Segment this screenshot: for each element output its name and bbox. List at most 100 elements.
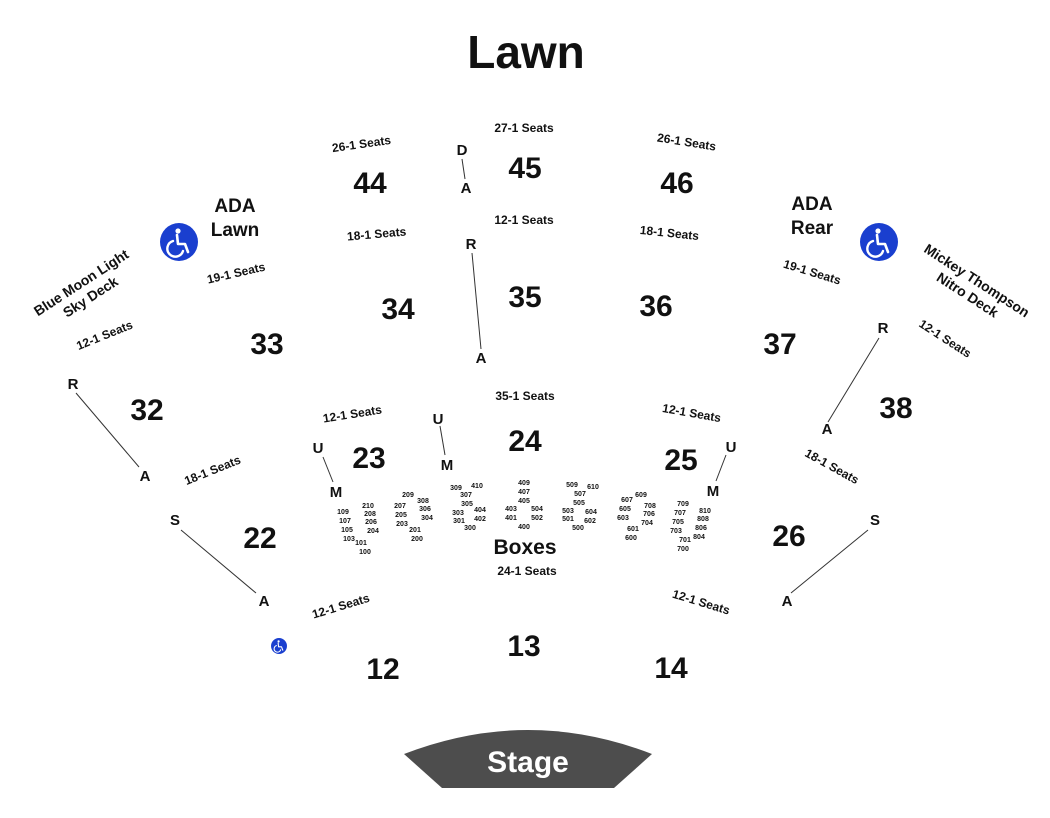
- box-number[interactable]: 203: [396, 521, 408, 528]
- box-number[interactable]: 206: [365, 519, 377, 526]
- seat-count-25: 12-1 Seats: [661, 401, 722, 425]
- section-26[interactable]: 26: [772, 520, 805, 553]
- section-44[interactable]: 44: [353, 167, 387, 200]
- box-number[interactable]: 307: [460, 492, 472, 499]
- box-number[interactable]: 706: [643, 511, 655, 518]
- box-number[interactable]: 309: [450, 485, 462, 492]
- section-46[interactable]: 46: [660, 167, 693, 200]
- box-number[interactable]: 505: [573, 500, 585, 507]
- box-number[interactable]: 100: [359, 549, 371, 556]
- section-32[interactable]: 32: [130, 394, 163, 427]
- box-number[interactable]: 707: [674, 510, 686, 517]
- section-22[interactable]: 22: [243, 522, 276, 555]
- box-number[interactable]: 502: [531, 515, 543, 522]
- box-number[interactable]: 705: [672, 519, 684, 526]
- box-number[interactable]: 407: [518, 489, 530, 496]
- box-number[interactable]: 703: [670, 528, 682, 535]
- box-number[interactable]: 604: [585, 509, 597, 516]
- box-number[interactable]: 402: [474, 516, 486, 523]
- box-number[interactable]: 700: [677, 546, 689, 553]
- box-number[interactable]: 208: [364, 511, 376, 518]
- row-letter-22-s: S: [170, 512, 180, 529]
- box-number[interactable]: 210: [362, 503, 374, 510]
- box-number[interactable]: 808: [697, 516, 709, 523]
- box-number[interactable]: 301: [453, 518, 465, 525]
- box-number[interactable]: 509: [566, 482, 578, 489]
- box-number[interactable]: 209: [402, 492, 414, 499]
- box-number[interactable]: 405: [518, 498, 530, 505]
- box-number[interactable]: 105: [341, 527, 353, 534]
- box-number[interactable]: 404: [474, 507, 486, 514]
- boxes-label[interactable]: Boxes: [493, 536, 556, 559]
- row-letter-35-r: R: [466, 236, 477, 253]
- row-line-35: [471, 252, 482, 350]
- box-number[interactable]: 303: [452, 510, 464, 517]
- box-number[interactable]: 401: [505, 515, 517, 522]
- box-number[interactable]: 806: [695, 525, 707, 532]
- box-number[interactable]: 403: [505, 506, 517, 513]
- ada-rear-label-2[interactable]: Rear: [791, 218, 834, 239]
- seat-count-22: 18-1 Seats: [182, 453, 243, 488]
- box-number[interactable]: 507: [574, 491, 586, 498]
- seat-count-45: 27-1 Seats: [494, 121, 554, 135]
- box-number[interactable]: 503: [562, 508, 574, 515]
- box-number[interactable]: 609: [635, 492, 647, 499]
- box-number[interactable]: 306: [419, 506, 431, 513]
- box-number[interactable]: 409: [518, 480, 530, 487]
- box-number[interactable]: 109: [337, 509, 349, 516]
- section-23[interactable]: 23: [352, 442, 385, 475]
- seat-count-23: 12-1 Seats: [322, 402, 383, 425]
- seat-count-35: 12-1 Seats: [494, 213, 554, 227]
- box-number[interactable]: 501: [562, 516, 574, 523]
- section-45[interactable]: 45: [508, 152, 541, 185]
- seat-count-33: 19-1 Seats: [206, 260, 267, 287]
- box-number[interactable]: 810: [699, 508, 711, 515]
- ada-lawn-label[interactable]: ADA: [214, 196, 255, 217]
- box-number[interactable]: 504: [531, 506, 543, 513]
- box-number[interactable]: 708: [644, 503, 656, 510]
- box-number[interactable]: 602: [584, 518, 596, 525]
- box-number[interactable]: 603: [617, 515, 629, 522]
- section-25[interactable]: 25: [664, 444, 697, 477]
- box-number[interactable]: 605: [619, 506, 631, 513]
- section-24[interactable]: 24: [508, 425, 542, 458]
- box-number[interactable]: 200: [411, 536, 423, 543]
- section-14[interactable]: 14: [654, 652, 688, 685]
- stage-shape[interactable]: [404, 730, 652, 788]
- box-number[interactable]: 610: [587, 484, 599, 491]
- section-13[interactable]: 13: [507, 630, 540, 663]
- box-number[interactable]: 709: [677, 501, 689, 508]
- box-number[interactable]: 804: [693, 534, 705, 541]
- box-number[interactable]: 304: [421, 515, 433, 522]
- section-37[interactable]: 37: [763, 328, 796, 361]
- box-number[interactable]: 500: [572, 525, 584, 532]
- box-number[interactable]: 201: [409, 527, 421, 534]
- box-number[interactable]: 101: [355, 540, 367, 547]
- box-number[interactable]: 601: [627, 526, 639, 533]
- box-number[interactable]: 305: [461, 501, 473, 508]
- box-number[interactable]: 704: [641, 520, 653, 527]
- section-34[interactable]: 34: [381, 293, 415, 326]
- section-35[interactable]: 35: [508, 281, 541, 314]
- box-number[interactable]: 308: [417, 498, 429, 505]
- section-36[interactable]: 36: [639, 290, 672, 323]
- box-number[interactable]: 300: [464, 525, 476, 532]
- row-line-32: [75, 392, 140, 468]
- box-number[interactable]: 607: [621, 497, 633, 504]
- ada-lawn-label-2[interactable]: Lawn: [211, 220, 260, 241]
- section-33[interactable]: 33: [250, 328, 283, 361]
- box-number[interactable]: 410: [471, 483, 483, 490]
- ada-rear-label[interactable]: ADA: [791, 194, 832, 215]
- box-number[interactable]: 400: [518, 524, 530, 531]
- seat-count-38: 12-1 Seats: [916, 317, 974, 361]
- box-number[interactable]: 600: [625, 535, 637, 542]
- box-number[interactable]: 107: [339, 518, 351, 525]
- box-number[interactable]: 103: [343, 536, 355, 543]
- box-number[interactable]: 207: [394, 503, 406, 510]
- box-number[interactable]: 701: [679, 537, 691, 544]
- section-38[interactable]: 38: [879, 392, 912, 425]
- lawn-label[interactable]: Lawn: [467, 26, 585, 78]
- section-12[interactable]: 12: [366, 653, 399, 686]
- box-number[interactable]: 205: [395, 512, 407, 519]
- box-number[interactable]: 204: [367, 528, 379, 535]
